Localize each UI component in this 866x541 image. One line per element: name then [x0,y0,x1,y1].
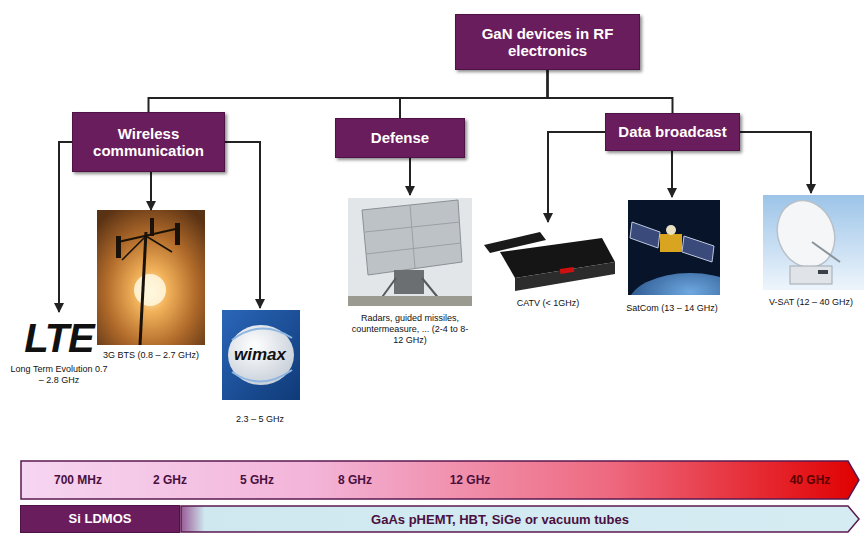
solar-panel [682,236,714,262]
application-panel: V-SAT (12 – 40 GHz) [758,193,864,328]
tree-connector [548,70,673,113]
application-panel: SatCom (13 – 14 GHz) [622,197,722,337]
box-label: Wireless communication [73,125,224,160]
bts-photo [97,210,205,345]
arrow-connector [59,142,72,312]
application-panel: wimax 2.3 – 5 GHz [218,308,302,433]
band-label: GaAs pHEMT, HBT, SiGe or vacuum tubes [371,512,629,527]
box-label: GaN devices in RF electronics [456,25,639,60]
box-label: Si LDMOS [63,512,138,527]
caption-text: Radars, guided missiles, countermeasure,… [350,313,470,345]
radar-base [394,270,424,294]
box-label: Defense [365,129,435,146]
modem-light [818,270,828,274]
category-box: Defense [335,118,465,158]
dish [768,192,844,275]
earth [628,273,720,295]
photo-ground [97,210,205,345]
arrow-connector [740,132,811,193]
caption-text: Long Term Evolution 0.7 – 2.8 GHz [10,364,108,386]
application-panel: Radars, guided missiles, countermeasure,… [335,195,485,365]
band-label: 12 GHz [450,473,491,487]
arrow-connector [671,151,673,197]
logo-swoosh [232,370,292,382]
antenna-panel [116,236,121,258]
band-label: 40 GHz [790,473,831,487]
arrow-connector [150,172,152,210]
ground-strip [348,296,472,306]
category-box: Si LDMOS [20,505,180,533]
box-label: Data broadcast [612,123,732,140]
satellite-body [660,234,682,252]
band-label: 8 GHz [338,473,372,487]
caption-text: wimax [218,345,302,365]
caption-text: CATV (< 1GHz) [478,298,618,309]
vsat-photo [763,192,864,290]
tree-connector [400,70,548,118]
arrow-connector [409,158,411,195]
technology-band: GaAs pHEMT, HBT, SiGe or vacuum tubes [180,505,860,533]
category-box: Data broadcast [605,113,740,151]
radar-photo [348,198,472,306]
caption-text: LTE [10,314,108,362]
satellite-dish [666,225,676,235]
arrow-connector [225,142,260,308]
caption-text: 2.3 – 5 GHz [218,414,302,425]
catv-set-top-box [484,232,615,291]
tower-crossbar [118,228,180,242]
box-front [515,262,615,291]
panel-seam [410,205,415,268]
frequency-arrow [181,506,859,532]
feed-arm [812,242,840,262]
caption-text: SatCom (13 – 14 GHz) [622,303,722,314]
caption-text: 3G BTS (0.8 – 2.7 GHz) [95,350,207,361]
tower-brace [146,236,172,252]
antenna-panel [150,218,154,236]
box-display [560,267,575,274]
caption-text: V-SAT (12 – 40 GHz) [758,297,864,308]
application-panel: 3G BTS (0.8 – 2.7 GHz) [95,210,207,370]
tower-pole [140,232,146,345]
antenna-panel [175,223,180,245]
band-label: 700 MHz [54,473,102,487]
satcom-photo [628,200,752,337]
category-box: GaN devices in RF electronics [455,14,640,70]
band-label: 5 GHz [240,473,274,487]
category-box: Wireless communication [72,112,225,172]
band-shape [20,460,860,500]
modem-box [790,266,832,284]
logo-swoosh [232,328,292,340]
sun-glow [134,274,166,306]
frequency-arrow [21,461,859,499]
photo-ground [348,198,472,306]
tree-connector [149,70,548,112]
application-panel: LTELong Term Evolution 0.7 – 2.8 GHz [10,312,108,404]
tower-brace [122,236,146,260]
application-panel: CATV (< 1GHz) [478,222,618,322]
technology-band: 700 MHz 2 GHz 5 GHz 8 GHz 12 GHz 40 GHz [20,460,860,500]
arrow-connector [548,132,605,222]
band-label: 2 GHz [153,473,187,487]
radar-panel [362,200,462,275]
solar-panel [630,222,660,248]
